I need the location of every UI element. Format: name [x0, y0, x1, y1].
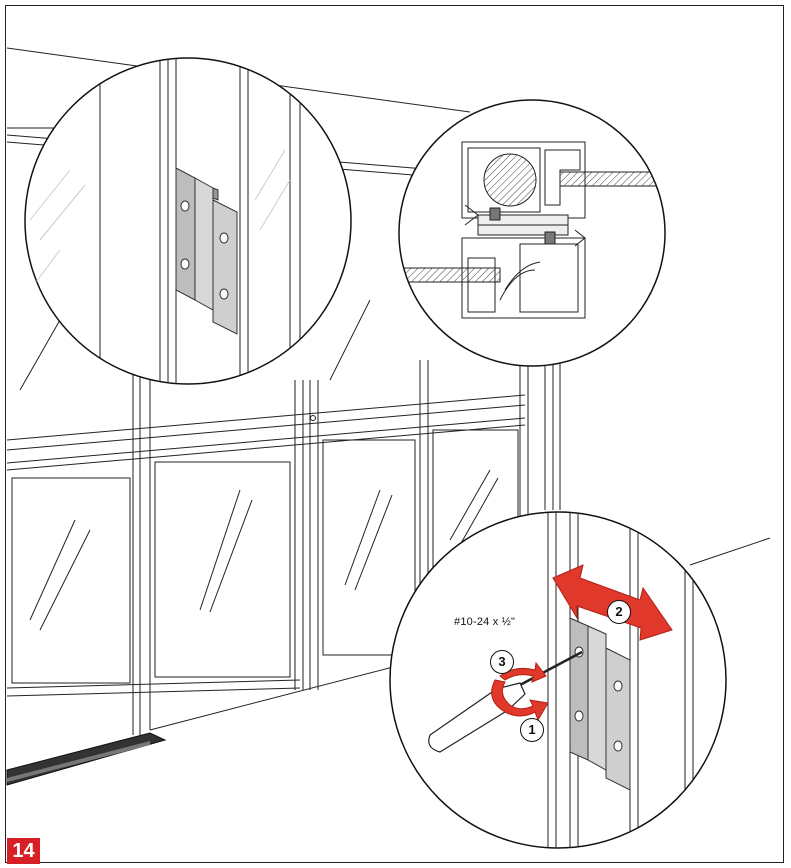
floor-track: [6, 732, 167, 786]
detail-adjust-hinge: [389, 511, 727, 849]
rotation-arrows: [491, 661, 549, 722]
step-number-badge: 14: [7, 838, 40, 864]
detail-hinge-on-post: [24, 57, 352, 385]
detail-cross-section: [398, 99, 666, 367]
callout-3: 3: [490, 650, 514, 674]
adjustable-hinge: [569, 617, 631, 791]
callout-1: 1: [520, 718, 544, 742]
hinge-part: [175, 167, 238, 335]
page-frame: [5, 5, 784, 863]
callout-2: 2: [607, 600, 631, 624]
fastener-size-label: #10-24 x ½": [454, 616, 516, 628]
